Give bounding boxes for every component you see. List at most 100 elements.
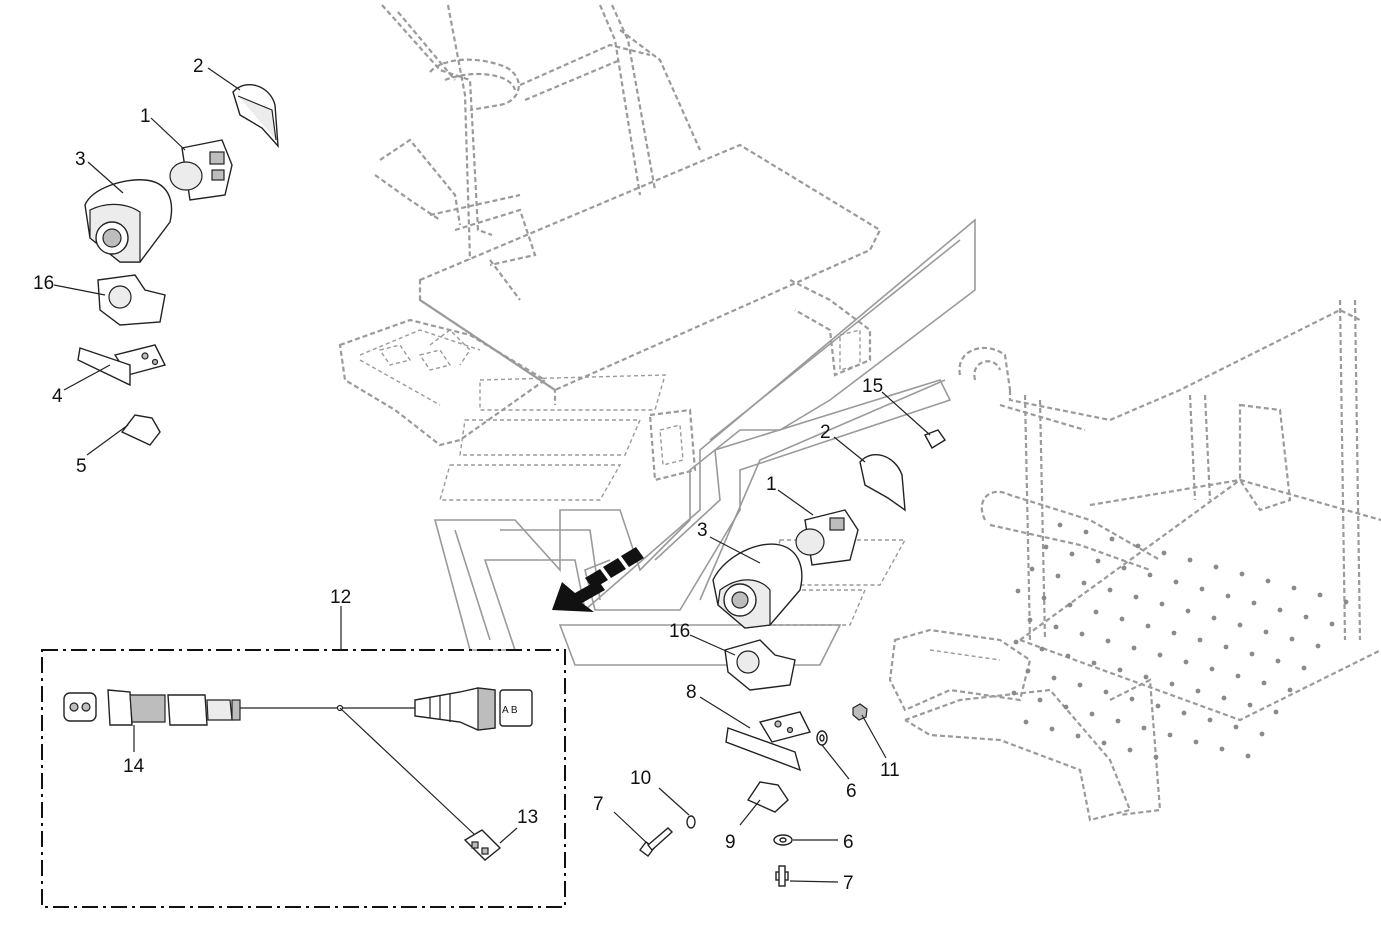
- floor-perforation: [1263, 629, 1269, 635]
- floor-perforation: [1277, 607, 1283, 613]
- right-cover-plate: [859, 453, 906, 512]
- harness-connector-14: [63, 689, 241, 726]
- floor-perforation: [1133, 594, 1139, 600]
- floor-perforation: [1247, 702, 1253, 708]
- floor-perforation: [1195, 688, 1201, 694]
- callout-right-10: 10: [630, 768, 651, 789]
- floor-perforation: [1101, 740, 1107, 746]
- floor-perforation: [1039, 646, 1045, 652]
- floor-perforation: [1219, 746, 1225, 752]
- floor-perforation: [1143, 674, 1149, 680]
- floor-perforation: [1239, 571, 1245, 577]
- floor-perforation: [1161, 550, 1167, 556]
- floor-perforation: [1135, 543, 1141, 549]
- callout-right-3: 3: [697, 520, 708, 541]
- floor-perforation: [1183, 659, 1189, 665]
- floor-perforation: [1049, 726, 1055, 732]
- floor-perforation: [1025, 668, 1031, 674]
- floor-perforation: [1131, 645, 1137, 651]
- floor-perforation: [1171, 630, 1177, 636]
- floor-perforation: [1027, 617, 1033, 623]
- callout-left-16: 16: [33, 273, 54, 294]
- floor-perforation: [1145, 623, 1151, 629]
- right-nut: [852, 703, 868, 721]
- floor-perforation: [1117, 667, 1123, 673]
- harness-boot: [414, 687, 496, 731]
- floor-perforation: [1157, 652, 1163, 658]
- callout-right-6b: 6: [843, 832, 854, 853]
- floor-perforation: [1265, 578, 1271, 584]
- floor-perforation: [1199, 586, 1205, 592]
- left-work-lamp: [169, 139, 233, 201]
- floor-perforation: [1287, 687, 1293, 693]
- right-mounting-plate: [725, 711, 812, 772]
- floor-perforation: [1109, 536, 1115, 542]
- floor-perforation: [1015, 588, 1021, 594]
- floor-perforation: [1221, 695, 1227, 701]
- floor-perforation: [1289, 636, 1295, 642]
- floor-perforation: [1159, 601, 1165, 607]
- travel-direction-arrow: [552, 547, 644, 612]
- callout-left-5: 5: [76, 456, 87, 477]
- floor-perforation: [1055, 573, 1061, 579]
- floor-perforation: [1301, 665, 1307, 671]
- floor-perforation: [1065, 653, 1071, 659]
- floor-perforation: [1063, 704, 1069, 710]
- floor-perforation: [1105, 638, 1111, 644]
- floor-perforation: [1127, 747, 1133, 753]
- floor-perforation: [1317, 592, 1323, 598]
- right-washer-small: [686, 815, 696, 829]
- floor-perforation: [1107, 587, 1113, 593]
- floor-perforation: [1037, 697, 1043, 703]
- floor-perforation: [1103, 689, 1109, 695]
- floor-perforation: [1067, 602, 1073, 608]
- floor-perforation: [1291, 585, 1297, 591]
- floor-perforation: [1209, 666, 1215, 672]
- floor-perforation: [1041, 595, 1047, 601]
- floor-perforation: [1081, 580, 1087, 586]
- right-lamp-bracket: [724, 639, 796, 691]
- right-work-lamp: [795, 509, 859, 566]
- floor-perforation: [1343, 599, 1349, 605]
- callout-left-2: 2: [193, 56, 204, 77]
- harness-kit-box: A B: [41, 649, 566, 908]
- floor-perforation: [1155, 703, 1161, 709]
- harness-connector-ab: A B: [499, 689, 533, 727]
- callout-right-1: 1: [766, 474, 777, 495]
- floor-perforation: [1193, 739, 1199, 745]
- callout-kit-13: 13: [517, 807, 538, 828]
- callout-left-1: 1: [140, 106, 151, 127]
- floor-perforation: [1089, 711, 1095, 717]
- callout-right-9: 9: [725, 832, 736, 853]
- right-lamp-guard: [712, 543, 803, 629]
- floor-perforation: [1197, 637, 1203, 643]
- floor-perforation: [1185, 608, 1191, 614]
- floor-perforation: [1225, 593, 1231, 599]
- floor-perforation: [1147, 572, 1153, 578]
- floor-perforation: [1235, 673, 1241, 679]
- floor-perforation: [1011, 690, 1017, 696]
- right-bolt-b: [775, 865, 789, 887]
- floor-perforation: [1173, 579, 1179, 585]
- callout-numbers: 2 1 3 16 4 5 15 2 1 3 16 8 6 11 10 7 9 6…: [33, 56, 900, 894]
- floor-perforation: [1119, 616, 1125, 622]
- callout-kit-14: 14: [123, 756, 145, 777]
- floor-perforation: [1141, 725, 1147, 731]
- floor-perforation: [1251, 600, 1257, 606]
- perforated-floor-plate: [1011, 522, 1349, 760]
- floor-perforation: [1051, 675, 1057, 681]
- floor-perforation: [1169, 681, 1175, 687]
- floor-perforation: [1077, 682, 1083, 688]
- left-lamp-bracket: [97, 274, 166, 326]
- harness-connector-13: [463, 829, 502, 861]
- floor-perforation: [1275, 658, 1281, 664]
- floor-perforation: [1057, 522, 1063, 528]
- left-lamp-guard: [84, 179, 173, 263]
- floor-perforation: [1013, 639, 1019, 645]
- callout-right-7b: 7: [843, 873, 854, 894]
- floor-perforation: [1121, 565, 1127, 571]
- floor-perforation: [1167, 732, 1173, 738]
- callout-left-4: 4: [52, 386, 63, 407]
- left-lamp-assembly: [77, 84, 279, 446]
